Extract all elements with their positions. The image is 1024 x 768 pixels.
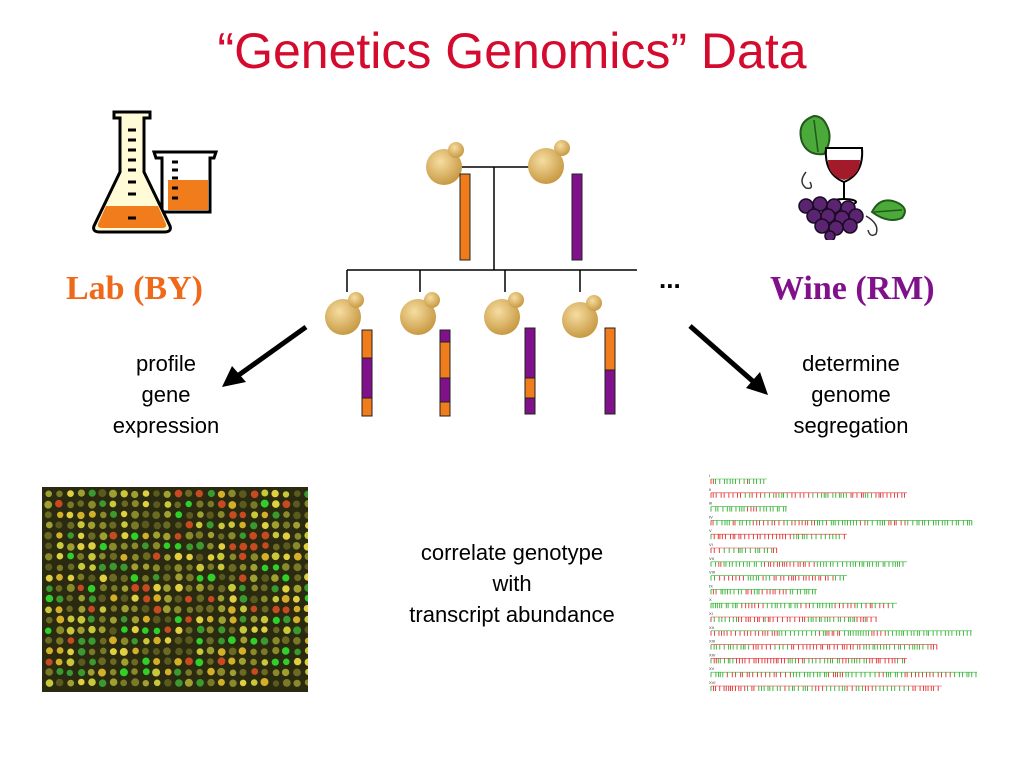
beaker-flask-icon [86,108,226,238]
parent-chromosome-by [459,173,471,261]
correlate-genotype-caption: correlate genotype with transcript abund… [409,540,615,627]
chromosome-label: XV [709,666,715,671]
determine-genome-segregation-caption: determine genome segregation [793,351,909,438]
chromosome-label: X [709,597,712,602]
segregant-cell-4 [562,295,602,338]
more-segregants-ellipsis: ... [659,264,681,294]
chromosome-label: VII [709,556,714,561]
parent-cell-by [426,142,464,185]
segregant-cell-2 [400,292,440,335]
chromosome-label: XI [709,611,713,616]
segregant-chromosome-3 [524,327,536,415]
chromosome-label: XII [709,625,714,630]
parent-chromosome-rm [571,173,583,261]
profile-gene-expression-caption: profile gene expression [112,351,220,438]
page-title: “Genetics Genomics” Data [217,23,807,79]
lab-by-label: Lab (BY) [66,270,203,307]
arrow-right-icon [688,324,768,395]
segregant-cell-1 [325,292,364,335]
chromosome-label: IX [709,583,713,588]
chromosome-label: XIII [709,639,715,644]
segregant-chromosome-1 [361,329,373,417]
chromosome-label: II [709,487,711,492]
chromosome-label: VI [709,542,713,547]
chromosome-label: XVI [709,680,715,685]
wine-grapes-icon [784,112,914,240]
chromosome-label: V [709,528,712,533]
pedigree-lines [346,166,637,292]
segregant-chromosome-2 [439,329,451,417]
chromosome-label: III [709,501,712,506]
microarray-image [42,487,308,692]
chromosome-label: IV [709,514,713,519]
segregant-cell-3 [484,292,524,335]
parent-cell-rm [528,140,570,184]
segregant-chromosome-4 [604,327,616,415]
chromosome-label: I [709,473,710,478]
chromosome-label: VIII [709,570,715,575]
wine-rm-label: Wine (RM) [770,270,935,307]
chromosome-label: XIV [709,652,716,657]
